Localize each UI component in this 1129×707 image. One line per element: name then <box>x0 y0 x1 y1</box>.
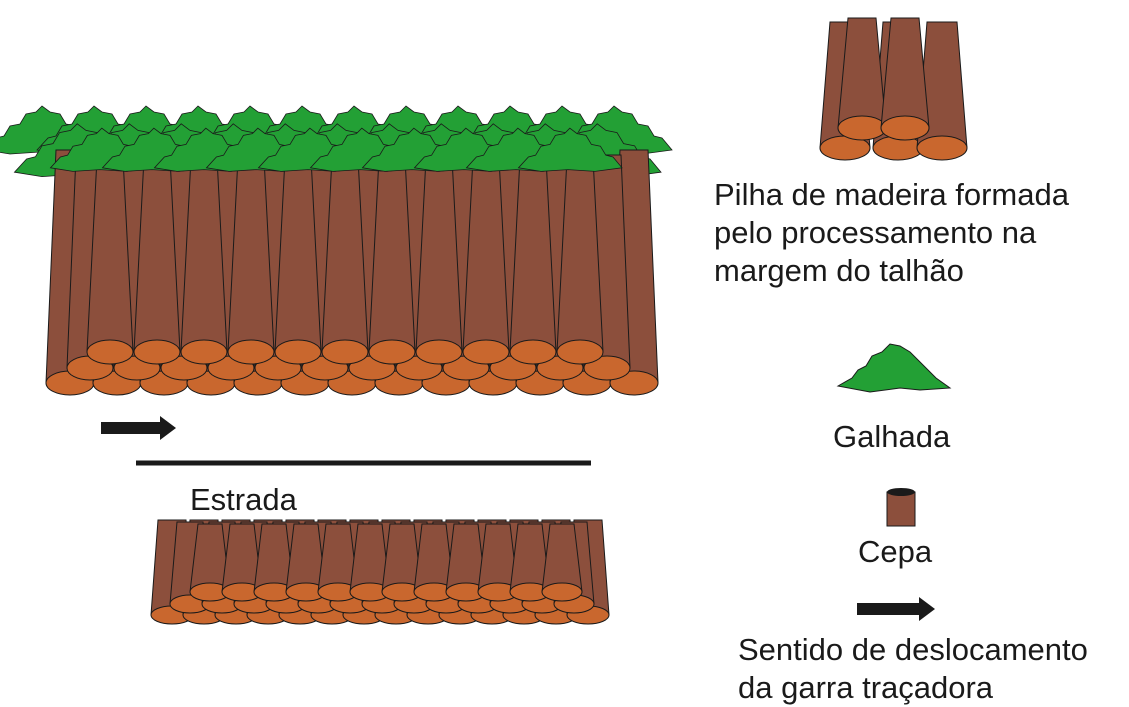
arrow-right-icon <box>857 597 935 621</box>
log <box>227 157 275 365</box>
stump-body <box>886 491 916 527</box>
log <box>837 17 887 141</box>
log <box>274 157 322 365</box>
road-label: Estrada <box>190 482 297 517</box>
stump-icon <box>886 488 916 527</box>
crown <box>517 127 623 172</box>
forest-stand <box>0 105 673 396</box>
log <box>509 523 551 602</box>
log <box>556 157 604 365</box>
arrow-shape <box>857 597 935 621</box>
crown <box>836 343 952 393</box>
log-pile-label: Pilha de madeira formada pelo processame… <box>714 177 1069 288</box>
log <box>133 157 181 365</box>
log <box>368 157 416 365</box>
direction-label: Sentido de deslocamento da garra traçado… <box>738 632 1088 705</box>
log <box>189 523 231 602</box>
arrow-shape <box>101 416 176 440</box>
log <box>253 523 295 602</box>
roadside-log-pile <box>150 519 610 625</box>
log <box>462 157 510 365</box>
stump-label: Cepa <box>858 534 933 569</box>
canopy-front <box>49 127 623 172</box>
log <box>541 523 583 602</box>
log <box>413 523 455 602</box>
stump-top <box>887 488 915 496</box>
log <box>880 17 930 141</box>
log <box>285 523 327 602</box>
log-pile-icon <box>819 17 968 161</box>
branch-pile-label: Galhada <box>833 419 951 454</box>
arrow-right-icon <box>101 416 176 440</box>
log <box>180 157 228 365</box>
branch-pile-icon <box>836 343 952 393</box>
log <box>415 157 463 365</box>
